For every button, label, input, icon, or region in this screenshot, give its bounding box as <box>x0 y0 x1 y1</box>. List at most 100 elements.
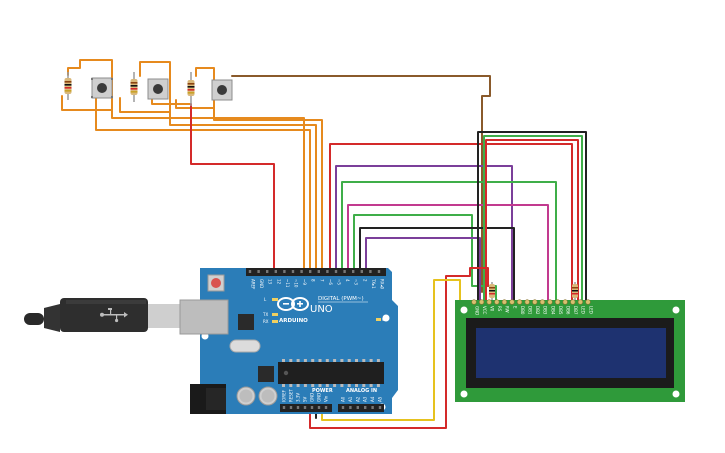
digital-pin[interactable] <box>352 270 355 273</box>
wire-magenta[interactable] <box>347 204 549 301</box>
wire-green-mid[interactable] <box>341 181 557 301</box>
analog-pin[interactable] <box>356 406 359 409</box>
analog-pin-label: A3 <box>363 396 368 402</box>
digital-pin[interactable] <box>369 270 372 273</box>
lcd-pin[interactable] <box>547 299 553 305</box>
resistor-2[interactable] <box>130 72 138 102</box>
digital-pin[interactable] <box>317 270 320 273</box>
power-pin[interactable] <box>324 406 328 409</box>
wire-red-top[interactable] <box>329 143 573 301</box>
digital-pin[interactable] <box>343 270 346 273</box>
digital-pin[interactable] <box>300 270 303 273</box>
power-pin[interactable] <box>289 406 293 409</box>
power-pin-label: GND <box>317 393 322 402</box>
wire-black-top[interactable] <box>477 131 587 301</box>
model-label: UNO <box>310 304 333 315</box>
button-1[interactable] <box>91 77 113 99</box>
analog-pin[interactable] <box>349 406 352 409</box>
digital-pin[interactable] <box>266 270 269 273</box>
lcd-pin[interactable] <box>577 299 584 305</box>
power-pin-label: GND <box>310 393 315 402</box>
digital-pin-label: 13 <box>268 279 273 285</box>
wire-purple-top[interactable] <box>335 165 513 301</box>
digital-pin[interactable] <box>248 270 252 273</box>
lcd-pin[interactable] <box>509 299 515 305</box>
power-pin[interactable] <box>317 406 321 409</box>
resistor-3[interactable] <box>187 72 195 106</box>
lcd-pin[interactable] <box>501 299 508 305</box>
power-pin[interactable] <box>310 406 314 409</box>
wire-red-power[interactable] <box>309 267 489 429</box>
digital-pin[interactable] <box>283 270 286 273</box>
button-3[interactable] <box>211 79 233 101</box>
digital-pin-label: ~9 <box>302 279 307 285</box>
digital-pin[interactable] <box>257 270 260 273</box>
wire-red-gnd[interactable] <box>190 103 275 271</box>
lcd-pin[interactable] <box>516 299 523 305</box>
reset-button[interactable] <box>207 274 225 292</box>
digital-pin-label: RX◂0 <box>380 279 385 290</box>
lcd-pin[interactable] <box>471 299 477 305</box>
digital-pin[interactable] <box>291 270 295 273</box>
wire-orange-button3[interactable] <box>139 61 317 271</box>
lcd-resistor-1[interactable] <box>489 282 495 300</box>
wire-brown[interactable] <box>231 75 491 293</box>
analog-pin[interactable] <box>371 406 374 409</box>
analog-label: ANALOG IN <box>346 388 377 394</box>
wire-orange-bus[interactable] <box>61 95 215 113</box>
lcd-pin-label: E <box>512 306 517 309</box>
lcd-pin[interactable] <box>532 299 538 305</box>
analog-pin[interactable] <box>341 406 345 409</box>
lcd-pin-label: DB5 <box>558 306 563 315</box>
wire-orange-button1[interactable] <box>67 59 305 271</box>
lcd-pin[interactable] <box>486 299 492 305</box>
digital-pin[interactable] <box>377 270 381 273</box>
input-components <box>64 72 233 106</box>
digital-pin[interactable] <box>309 270 312 273</box>
lcd-pins <box>471 299 591 305</box>
digital-pin[interactable] <box>274 270 277 273</box>
digital-pin-label: 4 <box>345 279 350 282</box>
lcd-pin[interactable] <box>479 299 485 305</box>
digital-pin-label: ~11 <box>285 279 290 288</box>
button-2[interactable] <box>147 78 169 100</box>
lcd-pin[interactable] <box>539 299 546 305</box>
wire-red-right[interactable] <box>485 139 579 301</box>
lcd-pin[interactable] <box>585 299 591 305</box>
lcd-resistor-2[interactable] <box>572 282 578 300</box>
lcd-pin[interactable] <box>562 299 568 305</box>
lcd-pin[interactable] <box>570 299 576 305</box>
wire-green-right[interactable] <box>483 135 583 301</box>
power-pin[interactable] <box>282 406 286 409</box>
digital-pin[interactable] <box>326 270 329 273</box>
lcd-pin-label: V0 <box>490 306 495 312</box>
lcd-screen <box>476 328 666 378</box>
usb-icon <box>100 308 128 323</box>
lcd-pin[interactable] <box>494 299 500 305</box>
digital-pin[interactable] <box>334 270 338 273</box>
power-pin[interactable] <box>303 406 307 409</box>
analog-pin-label: A1 <box>348 396 353 402</box>
lcd-pin[interactable] <box>524 299 530 305</box>
resistor-1[interactable] <box>64 72 72 100</box>
power-pin[interactable] <box>296 406 300 409</box>
analog-pin-label: A2 <box>355 396 360 402</box>
wire-green-low[interactable] <box>353 214 497 301</box>
digital-header <box>246 268 386 276</box>
analog-pin[interactable] <box>364 406 367 409</box>
wire-black-low[interactable] <box>359 227 515 301</box>
digital-pin-label: TX▸1 <box>371 278 376 289</box>
atmega-chip <box>278 359 384 387</box>
analog-pin[interactable] <box>378 406 382 409</box>
digital-pin-label: 2 <box>362 279 367 282</box>
wire-yellow-power[interactable] <box>321 279 461 421</box>
digital-pin-label: ~6 <box>328 279 333 285</box>
lcd-pin[interactable] <box>554 299 561 305</box>
lcd-pin-label: VCC <box>482 306 487 315</box>
power-pin-label: RESET <box>289 389 294 402</box>
digital-pin[interactable] <box>360 270 363 273</box>
